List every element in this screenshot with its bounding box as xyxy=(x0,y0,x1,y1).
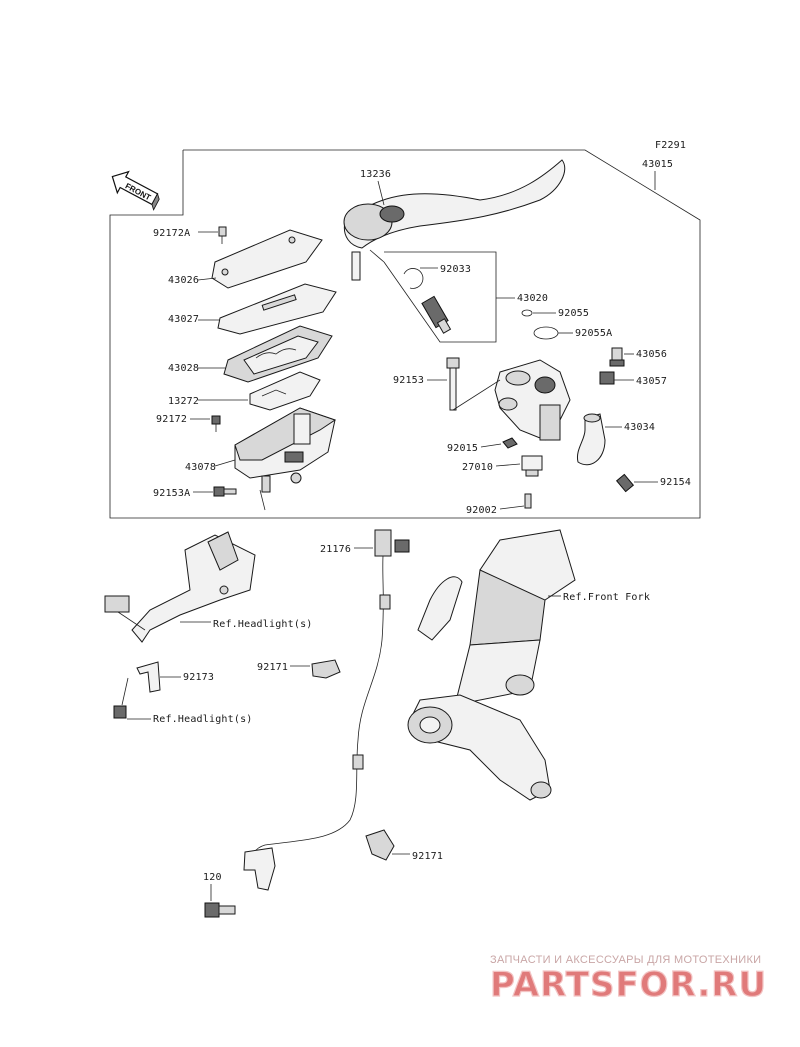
label-92172a: 92172A xyxy=(153,228,190,239)
screw-92172a xyxy=(218,226,227,244)
label-92154: 92154 xyxy=(660,477,691,488)
watermark-tagline: ЗАПЧАСТИ И АКСЕССУАРЫ ДЛЯ МОТОТЕХНИКИ xyxy=(490,954,761,966)
headlight-bracket xyxy=(104,531,256,643)
piston-kit xyxy=(421,295,452,334)
label-27010: 27010 xyxy=(462,462,493,473)
clamp-43034 xyxy=(576,413,606,466)
brake-lever-13236 xyxy=(343,159,566,281)
label-21176: 21176 xyxy=(320,544,351,555)
label-43028: 43028 xyxy=(168,363,199,374)
front-arrow-icon: FRONT xyxy=(111,170,160,211)
label-13272: 13272 xyxy=(168,396,199,407)
label-92002: 92002 xyxy=(466,505,497,516)
label-43034: 43034 xyxy=(624,422,655,433)
label-43027: 43027 xyxy=(168,314,199,325)
label-92171-lower: 92171 xyxy=(412,851,443,862)
clip-92171-upper xyxy=(311,659,341,679)
bolt-120 xyxy=(204,902,236,918)
diaphragm-43028 xyxy=(223,325,333,383)
label-43020: 43020 xyxy=(517,293,548,304)
bleeder-cap-43057 xyxy=(599,371,615,385)
clip-92171-lower xyxy=(365,829,395,861)
reservoir-plate-43027 xyxy=(217,283,337,335)
label-ref-front-fork: Ref.Front Fork xyxy=(563,592,650,603)
label-43015: 43015 xyxy=(642,159,673,170)
label-92033: 92033 xyxy=(440,264,471,275)
label-43056: 43056 xyxy=(636,349,667,360)
nut-92015 xyxy=(502,437,518,449)
label-ref-headlight-1: Ref.Headlight(s) xyxy=(213,619,313,630)
switch-27010 xyxy=(521,455,543,477)
label-13236: 13236 xyxy=(360,169,391,180)
label-92153: 92153 xyxy=(393,375,424,386)
reservoir-body-43078 xyxy=(234,407,337,493)
screw-92172 xyxy=(211,415,221,432)
label-92055: 92055 xyxy=(558,308,589,319)
label-92015: 92015 xyxy=(447,443,478,454)
assembly-outline xyxy=(109,149,701,519)
figure-code: F2291 xyxy=(655,140,686,151)
clip-92173 xyxy=(136,661,161,693)
label-ref-headlight-2: Ref.Headlight(s) xyxy=(153,714,253,725)
circlip-92033 xyxy=(403,268,424,289)
label-92055a: 92055A xyxy=(575,328,612,339)
master-cylinder-body xyxy=(494,359,571,441)
bolt-92153 xyxy=(446,357,460,411)
bleeder-43056 xyxy=(609,347,625,367)
label-43078: 43078 xyxy=(185,462,216,473)
abs-sensor-21176 xyxy=(243,529,410,891)
label-92171-upper: 92171 xyxy=(257,662,288,673)
label-43057: 43057 xyxy=(636,376,667,387)
label-43026: 43026 xyxy=(168,275,199,286)
screw-92002 xyxy=(524,493,532,509)
bolt-92154 xyxy=(615,473,635,493)
label-120: 120 xyxy=(203,872,222,883)
bolt-92153a xyxy=(213,486,237,497)
oring-92055 xyxy=(521,309,533,317)
guide-13272 xyxy=(249,371,321,411)
front-fork xyxy=(407,529,576,801)
label-92173: 92173 xyxy=(183,672,214,683)
screw-ref-headlight xyxy=(113,705,127,719)
reservoir-cap-43026 xyxy=(211,229,323,289)
watermark-logo: PARTSFOR.RU xyxy=(490,965,767,1005)
oring-92055a xyxy=(533,326,559,340)
label-92153a: 92153A xyxy=(153,488,190,499)
label-92172: 92172 xyxy=(156,414,187,425)
